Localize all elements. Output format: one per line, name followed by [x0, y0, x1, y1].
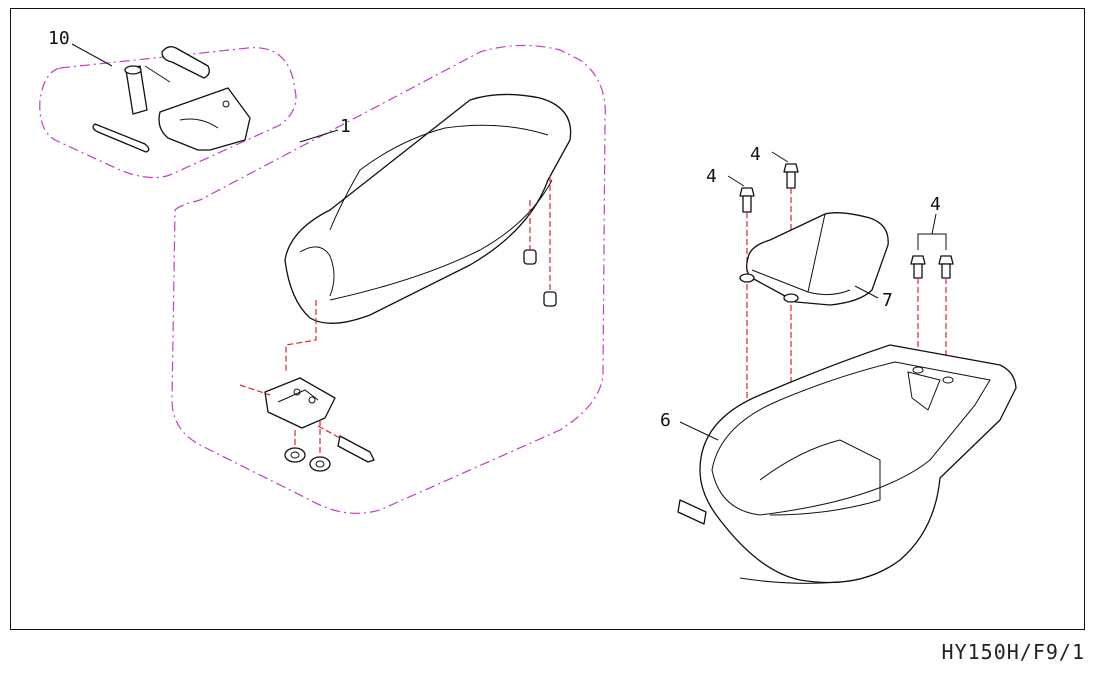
tool-kit-boundary [39, 47, 297, 179]
bolt-a-shank [742, 195, 752, 213]
hinge-fold [277, 389, 319, 403]
pouch-snap [222, 100, 230, 108]
open-wrench [92, 123, 150, 153]
hinge-axis-line [239, 384, 271, 396]
tool-pouch [158, 87, 251, 151]
screwdriver-shaft [144, 65, 171, 83]
screwdriver-handle [161, 46, 210, 79]
hinge-hole-1 [293, 388, 301, 396]
storage-box-base [739, 577, 841, 584]
seat-hinge-bracket [264, 377, 336, 429]
hinge-line [285, 300, 317, 372]
callout-4-a: 4 [706, 166, 717, 187]
cover-tab-1 [739, 273, 755, 283]
storage-box-notch [907, 371, 941, 411]
bolt-c-shank [913, 263, 923, 279]
leader-6 [679, 421, 719, 441]
storage-box-rim [711, 361, 991, 516]
tool-kit-group: 10 [39, 28, 297, 179]
callout-7: 7 [882, 290, 893, 311]
leader-10 [71, 43, 113, 67]
bolt-c-head [910, 255, 926, 265]
seat-seam-top [329, 124, 549, 231]
storage-box-group: 6 [660, 344, 1017, 584]
cover-tab-2 [783, 293, 799, 303]
document-code: HY150H/F9/1 [941, 640, 1085, 664]
bolt-d-head [938, 255, 954, 265]
storage-box-body [699, 344, 1017, 584]
cover-group: 7 [739, 212, 893, 311]
pouch-fold [179, 118, 219, 129]
bolt-a-head [739, 187, 755, 197]
bolt-b-shank [786, 171, 796, 189]
hinge-hole-2 [308, 396, 316, 404]
seat-seam-side [329, 179, 553, 301]
seat-cushion [284, 93, 572, 324]
callout-6: 6 [660, 410, 671, 431]
drawing-frame [10, 8, 1085, 630]
callout-4-group: 4 [930, 194, 941, 215]
seat-boundary [171, 44, 606, 514]
callout-1: 1 [340, 116, 351, 137]
hinge-nut-2 [309, 456, 331, 472]
storage-box-inner [759, 439, 881, 516]
box-wrench-end [124, 65, 142, 75]
seat-group: 1 [171, 44, 606, 514]
storage-box-hook [677, 499, 707, 525]
seat-bumper-2 [543, 291, 557, 307]
leader-1 [299, 129, 339, 143]
cover-edge [751, 269, 851, 296]
leader-7 [854, 285, 879, 299]
seat-seam-front [299, 246, 335, 297]
seat-bumper-1 [523, 249, 537, 265]
bolt-d-shank [941, 263, 951, 279]
storage-box-hole-2 [942, 376, 954, 384]
cover-crease [807, 213, 826, 293]
cover-plate [746, 212, 889, 306]
bolt-group-bracket [917, 233, 947, 250]
hinge-pin [337, 435, 375, 463]
callout-10: 10 [48, 28, 70, 49]
bolt-b-head [783, 163, 799, 173]
hinge-nut-1 [284, 447, 306, 463]
storage-box-hole-1 [912, 366, 924, 374]
callout-4-b: 4 [750, 144, 761, 165]
